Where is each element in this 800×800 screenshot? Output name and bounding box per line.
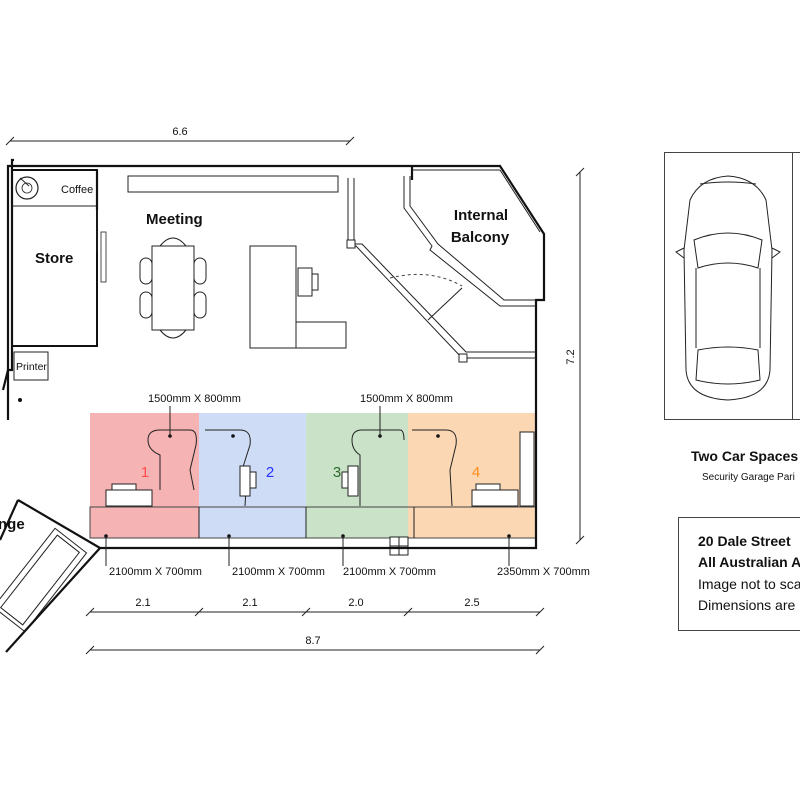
parking-divider (792, 152, 793, 420)
seg-1-label: 2.1 (135, 597, 150, 609)
desk-zone-4 (408, 413, 536, 538)
desk-size-3: 1500mm X 800mm (360, 393, 453, 405)
parking-title: Two Car Spaces (691, 448, 799, 464)
top-dimension: 6.6 (5, 126, 355, 146)
meeting-area: Meeting (127, 175, 347, 349)
desk-number-1: 1 (141, 464, 149, 481)
total-width-label: 8.7 (305, 635, 320, 647)
desk-number-2: 2 (266, 464, 274, 481)
sideboard (249, 245, 297, 349)
outer-walls (1, 158, 546, 550)
meeting-label: Meeting (146, 211, 203, 228)
seg-4-label: 2.5 (464, 597, 479, 609)
note-line-2: All Australian A (698, 554, 800, 570)
bench-size-4: 2350mm X 700mm (497, 566, 590, 578)
bench-size-3: 2100mm X 700mm (343, 566, 436, 578)
top-width-label: 6.6 (172, 126, 187, 138)
store-label: Store (35, 250, 73, 267)
bench-size-2: 2100mm X 700mm (232, 566, 325, 578)
note-line-3: Image not to sca (698, 576, 800, 592)
parking-space-box (664, 152, 800, 420)
segment-dimensions: 2.1 2.1 2.0 2.5 8.7 (85, 597, 545, 655)
balcony-label-2: Balcony (451, 229, 510, 246)
desk-4: 4 (412, 429, 535, 507)
store-room: Coffee Store (11, 169, 107, 347)
desk-number-3: 3 (333, 464, 341, 481)
seg-3-label: 2.0 (348, 597, 363, 609)
printer: Printer (13, 351, 49, 402)
note-line-4: Dimensions are (698, 597, 796, 613)
seg-2-label: 2.1 (242, 597, 257, 609)
desk-1: 1 1500mm X 800mm (105, 393, 241, 507)
bench-size-1: 2100mm X 700mm (109, 566, 202, 578)
right-height-label: 7.2 (565, 349, 577, 364)
desk-number-4: 4 (472, 464, 480, 481)
coffee-label: Coffee (61, 184, 93, 196)
desk-3: 3 1500mm X 800mm (333, 393, 453, 506)
note-box: 20 Dale Street All Australian A Image no… (678, 517, 800, 631)
lounge: nge (0, 499, 101, 653)
desk-2: 2 (205, 429, 274, 507)
desk-zone-1 (90, 413, 199, 538)
printer-label: Printer (16, 361, 47, 373)
parking-subtitle: Security Garage Pari (702, 472, 795, 483)
meeting-table (151, 245, 195, 331)
bench-labels: 2100mm X 700mm 2100mm X 700mm 2100mm X 7… (104, 534, 590, 578)
right-dimension: 7.2 (565, 167, 585, 545)
balcony-label-1: Internal (454, 207, 508, 224)
note-line-1: 20 Dale Street (698, 533, 791, 549)
desk-size-1: 1500mm X 800mm (148, 393, 241, 405)
car-icon (675, 175, 781, 401)
internal-balcony: Internal Balcony (346, 176, 536, 363)
